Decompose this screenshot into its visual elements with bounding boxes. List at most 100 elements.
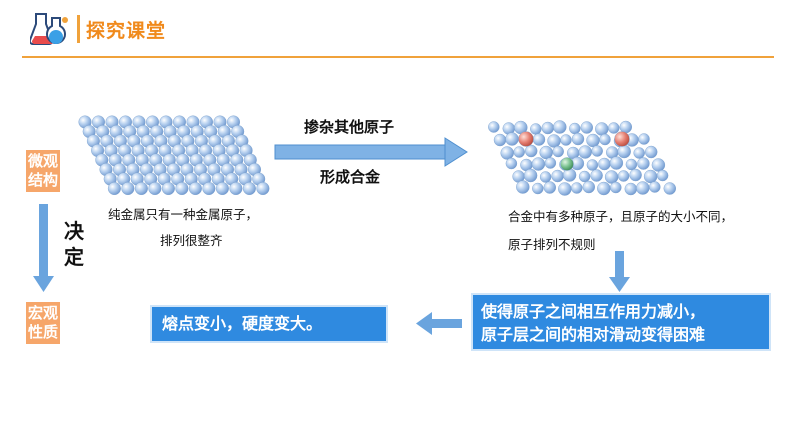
macro-label-2: 性质 — [27, 323, 58, 341]
atom — [530, 123, 542, 135]
atom — [619, 120, 632, 134]
atom — [175, 181, 189, 195]
atom — [547, 134, 561, 148]
atom — [608, 122, 620, 134]
macro-label-1: 宏观 — [27, 304, 58, 322]
alloy-lattice — [488, 120, 676, 196]
atom — [571, 182, 583, 194]
atom — [590, 169, 603, 182]
page-title: 探究课堂 — [86, 20, 167, 42]
left-arrow — [416, 312, 462, 335]
atom — [591, 145, 603, 157]
micro-structure-box: 微观 结构 — [26, 150, 60, 192]
atom — [569, 122, 581, 135]
atom — [544, 157, 557, 169]
atom — [637, 157, 650, 170]
atom — [649, 181, 661, 193]
atom — [578, 170, 591, 183]
down-arrow — [609, 251, 630, 292]
arrow-label-top: 掺杂其他原子 — [304, 118, 395, 136]
atom — [617, 170, 630, 182]
atom — [586, 133, 600, 148]
atom — [525, 144, 538, 158]
atom — [643, 169, 658, 184]
header: 探究课堂 — [0, 0, 794, 58]
atom — [558, 182, 572, 196]
atom — [582, 180, 595, 194]
atom — [629, 168, 642, 182]
atom — [663, 182, 676, 195]
atom — [188, 181, 202, 195]
effect-box: 使得原子之间相互作用力减小， 原子层之间的相对滑动变得困难 — [471, 293, 771, 351]
atom — [553, 120, 567, 134]
atom — [523, 168, 538, 183]
alloy-caption-line1: 合金中有多种原子，且原子的大小不同， — [508, 209, 734, 224]
atom — [625, 158, 638, 171]
alloy-caption-line2: 原子排列不规则 — [508, 237, 596, 252]
atom — [505, 157, 518, 170]
atom — [551, 169, 564, 183]
atom — [651, 158, 666, 172]
result-text: 熔点变小，硬度变大。 — [162, 314, 323, 333]
atom — [488, 121, 500, 133]
atom — [586, 159, 599, 171]
red-atom — [518, 131, 534, 147]
dope-arrow — [274, 137, 468, 167]
atom — [597, 181, 611, 196]
atom — [107, 181, 121, 195]
atom — [560, 134, 572, 146]
flask-icon — [30, 13, 68, 45]
atom — [571, 132, 585, 146]
atom — [202, 181, 216, 195]
atom — [595, 122, 609, 136]
atom — [541, 121, 554, 135]
decide-char-1: 决 — [64, 219, 84, 243]
atom — [604, 170, 619, 184]
pure-metal-lattice — [78, 115, 270, 195]
micro-label-2: 结构 — [27, 171, 58, 189]
macro-property-box: 宏观 性质 — [26, 302, 60, 344]
atom — [539, 145, 553, 160]
atom — [552, 145, 564, 158]
header-divider — [77, 15, 80, 43]
atom — [513, 146, 525, 158]
header-underline — [22, 56, 774, 58]
atom — [580, 121, 593, 134]
atom — [617, 144, 631, 159]
atom — [121, 181, 135, 195]
atom — [532, 182, 544, 195]
atom — [578, 145, 592, 159]
atom — [638, 133, 650, 145]
arrow-label-bottom: 形成合金 — [320, 168, 381, 186]
atom — [493, 133, 507, 147]
effect-line1: 使得原子之间相互作用力减小， — [481, 302, 706, 321]
atom — [656, 169, 669, 182]
atom — [543, 181, 556, 194]
atom — [599, 133, 611, 146]
green-atom — [560, 157, 574, 171]
atom — [148, 181, 162, 195]
atom — [624, 182, 637, 196]
atom — [134, 181, 148, 195]
red-atom — [614, 131, 630, 147]
effect-line2: 原子层之间的相对滑动变得困难 — [481, 325, 706, 344]
decide-arrow — [33, 204, 54, 292]
atom — [516, 180, 530, 194]
atom — [256, 181, 270, 195]
atom — [532, 133, 546, 146]
atom — [229, 181, 243, 195]
atom — [633, 147, 645, 159]
pure-caption-line1: 纯金属只有一种金属原子， — [108, 207, 259, 222]
atom — [242, 181, 256, 195]
atom — [500, 146, 514, 160]
atom — [645, 145, 658, 159]
atom — [539, 171, 552, 183]
atom — [215, 181, 229, 195]
atom — [161, 181, 175, 195]
atom — [610, 181, 622, 194]
atom — [531, 157, 546, 171]
micro-label-1: 微观 — [27, 152, 58, 170]
atom — [505, 132, 519, 146]
atom — [609, 156, 624, 170]
